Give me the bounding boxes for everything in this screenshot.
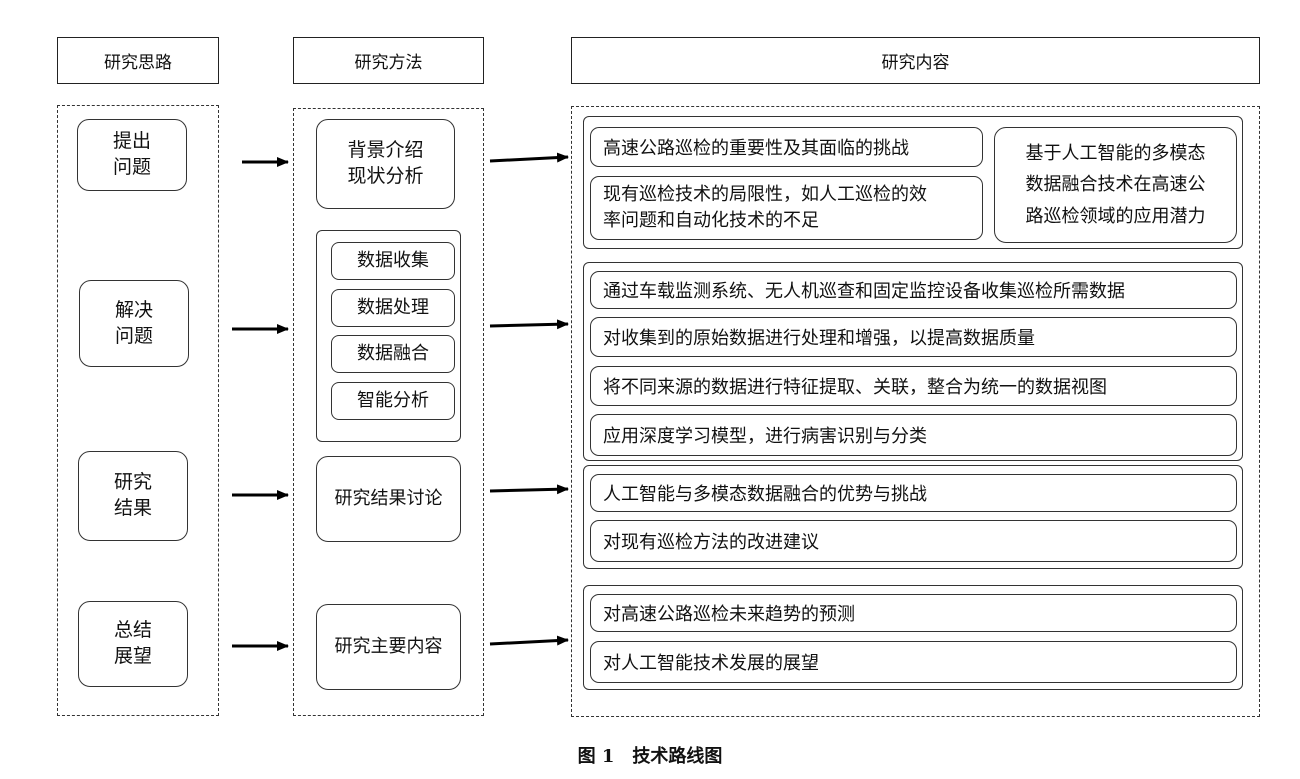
content-item-importance-challenges-text: 高速公路巡检的重要性及其面临的挑战 [603,138,909,159]
method-step-intelligent-analysis-label: 智能分析 [357,389,429,411]
method-step-data-collection-label: 数据收集 [357,249,429,271]
content-item-future-trends-text: 对高速公路巡检未来趋势的预测 [603,604,855,625]
method-steps-group [316,230,461,442]
header-research-content: 研究内容 [571,37,1260,84]
approach-column [57,105,219,716]
header-research-approach: 研究思路 [57,37,219,84]
content-item-advantages-challenges: 人工智能与多模态数据融合的优势与挑战 [590,474,1237,512]
content-item-current-limitations-text: 现有巡检技术的局限性，如人工巡检的效 率问题和自动化技术的不足 [603,183,927,231]
arrow-method-to-content-2 [489,319,569,330]
arrow-method-to-content-1 [489,152,569,163]
content-group-solution [583,262,1243,461]
approach-propose-problem-label: 提出 问题 [112,130,151,178]
approach-summary-outlook-label: 总结 展望 [113,619,152,667]
content-item-improvement-suggestions-text: 对现有巡检方法的改进建议 [603,532,819,553]
content-item-improvement-suggestions: 对现有巡检方法的改进建议 [590,520,1237,562]
method-step-data-collection: 数据收集 [331,242,455,280]
method-step-data-fusion: 数据融合 [331,335,455,373]
content-item-ai-potential-text: 基于人工智能的多模态 数据融合技术在高速公 路巡检领域的应用潜力 [1025,142,1206,227]
method-step-data-processing-label: 数据处理 [357,296,429,318]
method-main-content-label: 研究主要内容 [334,635,443,657]
content-item-deep-learning: 应用深度学习模型，进行病害识别与分类 [590,414,1237,456]
content-item-data-fusion: 将不同来源的数据进行特征提取、关联，整合为统一的数据视图 [590,366,1237,406]
approach-solve-problem-label: 解决 问题 [114,298,153,347]
method-column [293,108,484,716]
method-step-data-fusion-label: 数据融合 [357,342,429,364]
arrow-method-to-content-3 [489,484,569,495]
content-item-future-trends: 对高速公路巡检未来趋势的预测 [590,594,1237,632]
content-group-results [583,465,1243,569]
content-item-importance-challenges: 高速公路巡检的重要性及其面临的挑战 [590,127,983,167]
arrow-method-to-content-4 [489,635,569,646]
content-item-deep-learning-text: 应用深度学习模型，进行病害识别与分类 [603,426,927,447]
method-results-discussion: 研究结果讨论 [316,456,461,542]
approach-propose-problem: 提出 问题 [77,119,187,191]
content-column [571,106,1260,717]
content-item-data-fusion-text: 将不同来源的数据进行特征提取、关联，整合为统一的数据视图 [603,377,1107,398]
method-step-data-processing: 数据处理 [331,289,455,327]
content-group-outlook [583,585,1243,690]
header-research-method-label: 研究方法 [354,53,423,73]
approach-research-results-label: 研究 结果 [113,471,152,519]
approach-solve-problem: 解决 问题 [79,280,189,367]
content-item-current-limitations: 现有巡检技术的局限性，如人工巡检的效 率问题和自动化技术的不足 [590,176,983,240]
content-item-advantages-challenges-text: 人工智能与多模态数据融合的优势与挑战 [603,484,927,505]
content-item-data-collection-text: 通过车载监测系统、无人机巡查和固定监控设备收集巡检所需数据 [603,281,1125,302]
method-main-content: 研究主要内容 [316,604,461,690]
content-item-data-collection: 通过车载监测系统、无人机巡查和固定监控设备收集巡检所需数据 [590,271,1237,309]
method-results-discussion-label: 研究结果讨论 [334,487,443,509]
header-research-method: 研究方法 [293,37,484,84]
method-step-intelligent-analysis: 智能分析 [331,382,455,420]
content-item-ai-outlook-text: 对人工智能技术发展的展望 [603,653,819,674]
figure-caption-text: 图 1 技术路线图 [577,746,723,767]
method-background-analysis-label: 背景介绍 现状分析 [347,139,424,187]
content-item-data-processing-text: 对收集到的原始数据进行处理和增强，以提高数据质量 [603,328,1035,349]
content-item-data-processing: 对收集到的原始数据进行处理和增强，以提高数据质量 [590,317,1237,357]
method-background-analysis: 背景介绍 现状分析 [316,119,455,209]
approach-research-results: 研究 结果 [78,451,188,541]
content-group-problem [583,116,1243,249]
figure-caption: 图 1 技术路线图 [0,742,1300,768]
header-research-approach-label: 研究思路 [104,53,172,73]
content-item-ai-outlook: 对人工智能技术发展的展望 [590,641,1237,683]
content-item-ai-potential: 基于人工智能的多模态 数据融合技术在高速公 路巡检领域的应用潜力 [994,127,1237,243]
header-research-content-label: 研究内容 [881,53,950,73]
approach-summary-outlook: 总结 展望 [78,601,188,687]
